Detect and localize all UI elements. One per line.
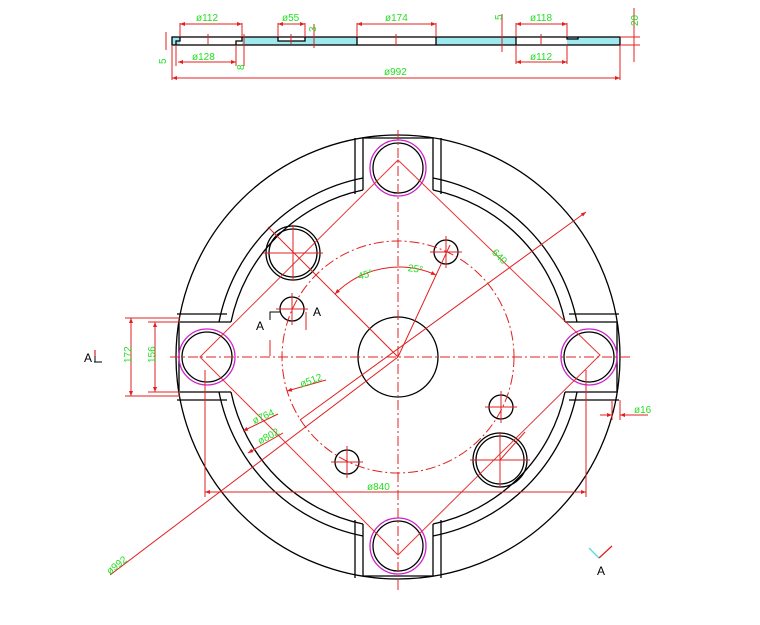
- dim-d118: ø118: [530, 13, 552, 24]
- pcd-circle: [281, 240, 515, 474]
- dim-640-group: 640: [299, 211, 587, 421]
- dim-d112-left: ø112: [196, 13, 218, 24]
- dim-d992-diag-group: ø992: [105, 356, 399, 577]
- dim-d128: ø128: [192, 52, 215, 63]
- centerlines: [170, 130, 630, 590]
- dim-d55: ø55: [282, 13, 300, 24]
- dim-d512: ø512: [299, 372, 325, 390]
- bolt-hole-right: [563, 331, 615, 383]
- section-view: ø112 ø55 3 ø174 5 ø118 ø112 20: [158, 8, 641, 80]
- dim-d992-top: ø992: [384, 67, 407, 78]
- dim-h5-right: 5: [494, 14, 505, 20]
- inner-ring-with-lugs: [177, 137, 619, 578]
- dim-d112-right: ø112: [530, 52, 552, 63]
- section-dimensions: ø112 ø55 3 ø174 5 ø118 ø112 20: [158, 8, 641, 80]
- dim-d802: ø802: [256, 427, 282, 448]
- dim-d992-plan: ø992: [105, 554, 130, 577]
- angle-dimensions: 45° 25°: [334, 263, 437, 295]
- section-mark-bottom-right: A: [597, 564, 605, 578]
- section-mark-left: A: [84, 351, 92, 365]
- dim-h3: 3: [308, 26, 319, 32]
- dim-d16-group: ø16: [600, 400, 652, 420]
- dim-h172: 172: [123, 346, 134, 363]
- dim-d840-group: ø840: [204, 370, 587, 497]
- dim-d174: ø174: [385, 13, 408, 24]
- dim-angle-25: 25°: [407, 263, 424, 276]
- dim-h20: 20: [630, 14, 641, 26]
- lug-height-dims: 172 156: [123, 317, 180, 397]
- plan-view: 45° 25° 640 ø992 ø512 ø764 ø802 ø840: [84, 130, 652, 590]
- section-plate: [171, 34, 621, 46]
- dim-h8: 8: [236, 64, 247, 70]
- dim-angle-45: 45°: [357, 268, 374, 283]
- dim-d16: ø16: [634, 405, 652, 416]
- section-markers: A A A A: [84, 305, 613, 578]
- dim-h5-left: 5: [158, 58, 169, 64]
- dim-d764: ø764: [251, 407, 277, 426]
- dim-d840: ø840: [367, 482, 390, 493]
- dim-h156: 156: [147, 346, 158, 363]
- section-cut-right: A: [313, 305, 321, 319]
- section-cut-left: A: [256, 319, 264, 333]
